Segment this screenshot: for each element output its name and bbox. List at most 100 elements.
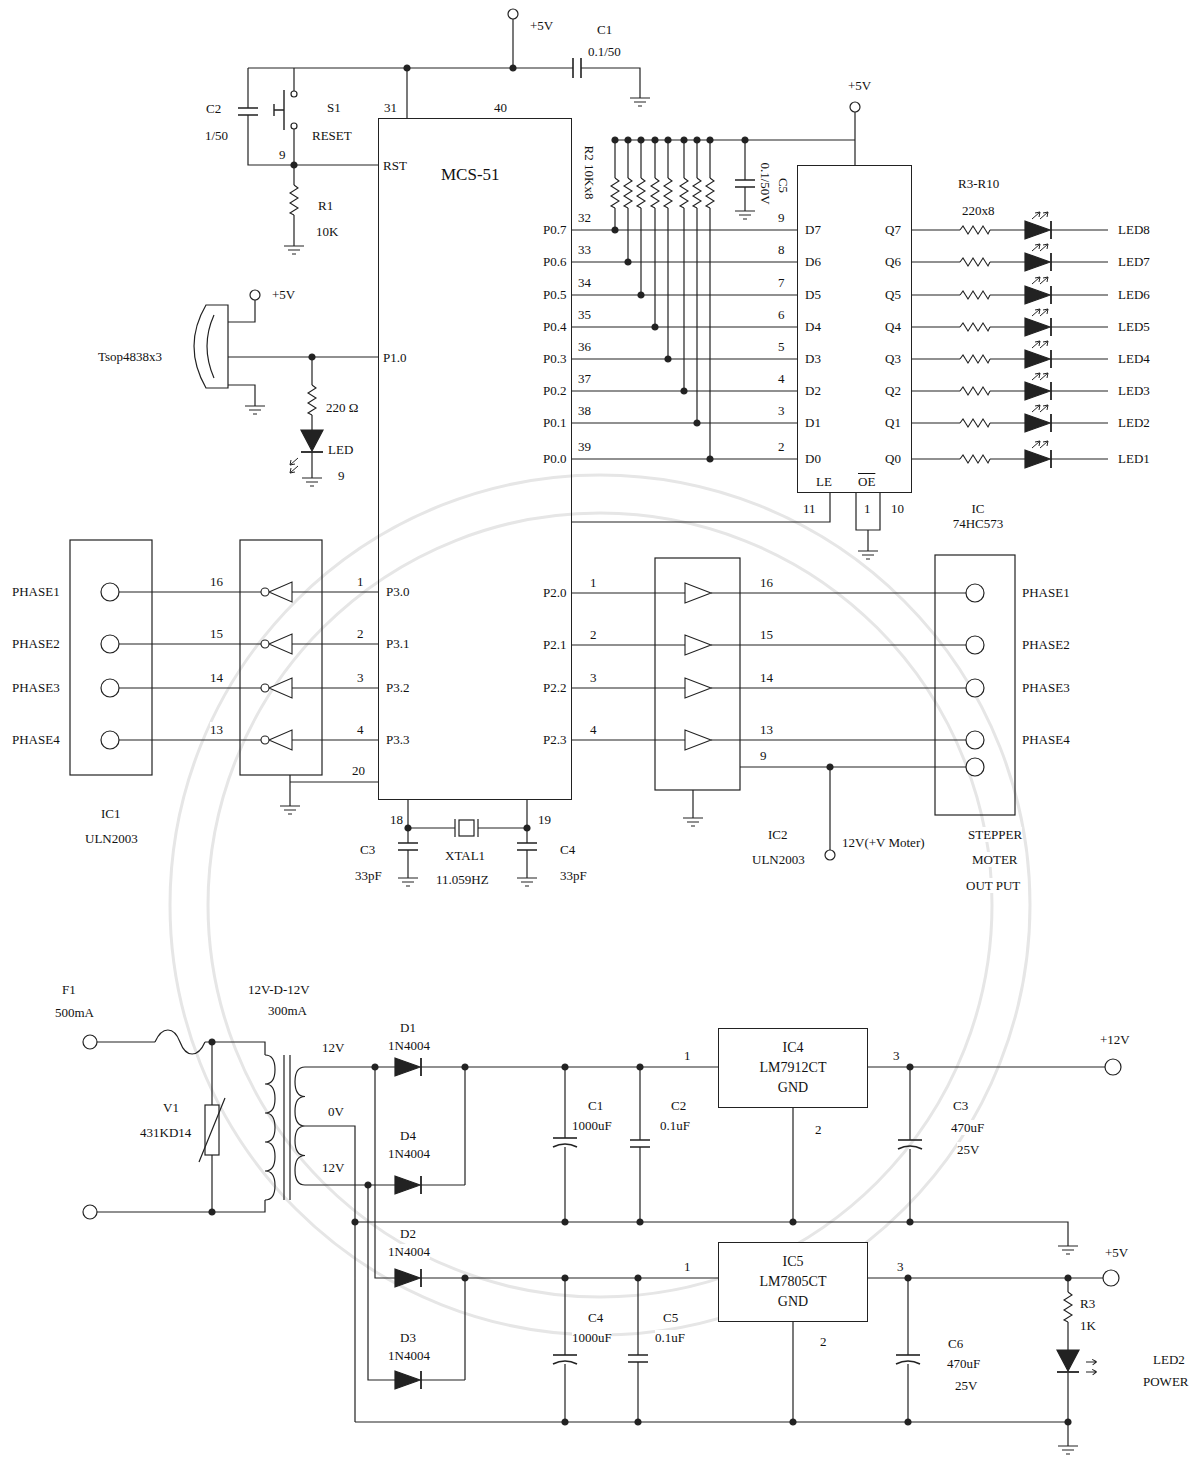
schematic-label: 470uF: [951, 1120, 984, 1135]
left-driver: [101, 731, 119, 749]
schematic-label: D3: [805, 351, 821, 366]
schematic-label: 2: [820, 1334, 827, 1349]
ir-receiver: [290, 466, 298, 473]
bus-wire: [572, 326, 797, 327]
schematic-label: 33: [578, 242, 591, 257]
pullup-network: [611, 178, 619, 208]
schematic-label: Q1: [885, 415, 901, 430]
power-supply: [395, 1176, 421, 1194]
schematic-label: 1000uF: [572, 1118, 612, 1133]
reset-circuit: [404, 65, 410, 71]
led-bank: [1032, 373, 1040, 380]
schematic-label: C4: [588, 1310, 603, 1325]
bus-wire: [572, 294, 797, 295]
text-stack: IC4LM7912CTGND: [719, 1029, 867, 1107]
ir-receiver: [250, 290, 260, 300]
power-supply: [209, 1039, 215, 1045]
power-supply: [628, 1355, 648, 1362]
power-supply: [1103, 1270, 1119, 1286]
power-supply: [1058, 1440, 1078, 1454]
left-driver: [119, 592, 378, 740]
schematic-label: 33pF: [355, 868, 382, 883]
schematic-label: 1: [684, 1048, 691, 1063]
schematic-label: 34: [578, 275, 591, 290]
schematic-label: OE: [858, 474, 875, 489]
text-stack: IC5LM7805CTGND: [719, 1243, 867, 1321]
schematic-label: 12V: [322, 1160, 344, 1175]
schematic-label: F1: [62, 982, 76, 997]
led-bank: [1040, 309, 1048, 316]
ir-receiver: [309, 354, 315, 360]
schematic-label: Q3: [885, 351, 901, 366]
schematic-label: LED2: [1118, 415, 1150, 430]
power-supply: [790, 1419, 796, 1425]
schematic-label: LED: [328, 442, 353, 457]
right-driver: [572, 593, 966, 850]
led-bank: [856, 493, 880, 545]
schematic-label: 36: [578, 339, 591, 354]
led-bank: [912, 230, 1108, 459]
schematic-label: 0.1uF: [660, 1118, 690, 1133]
schematic-label: RST: [383, 158, 407, 173]
power-supply: [553, 1138, 577, 1147]
node-text: GND: [778, 1292, 808, 1312]
schematic-label: Q5: [885, 287, 901, 302]
right-driver: [825, 850, 835, 860]
crystal-circuit: [459, 820, 474, 836]
ir-receiver: [302, 472, 322, 486]
schematic-label: D3: [400, 1330, 416, 1345]
schematic-label: C5: [663, 1310, 678, 1325]
power-supply: [365, 1182, 371, 1188]
node-text: GND: [778, 1078, 808, 1098]
ir-receiver: [207, 315, 214, 378]
schematic-label: D0: [805, 451, 821, 466]
reset-circuit: [291, 162, 297, 168]
schematic-label: 38: [578, 403, 591, 418]
schematic-label: 9: [338, 468, 345, 483]
bus-wire: [572, 358, 797, 359]
right-driver: [966, 636, 984, 654]
schematic-label: ULN2003: [85, 831, 138, 846]
reset-circuit: [290, 185, 298, 215]
schematic-label: XTAL1: [445, 848, 485, 863]
power-supply: [1065, 1419, 1071, 1425]
ir-receiver: [194, 305, 228, 388]
power-supply: [637, 1064, 643, 1070]
led-bank: [1032, 341, 1040, 348]
schematic-label: OUT PUT: [966, 878, 1020, 893]
node-title: MCS-51: [441, 165, 500, 185]
reset-circuit: [291, 91, 297, 97]
schematic-label: 15: [210, 626, 223, 641]
schematic-label: 19: [538, 812, 551, 827]
watermark-seal: [170, 475, 1030, 1335]
schematic-label: 6: [778, 307, 785, 322]
schematic-label: PHASE1: [12, 584, 60, 599]
led-bank: [960, 455, 990, 463]
power-supply: [635, 1419, 641, 1425]
schematic-label: 9: [778, 210, 785, 225]
power-supply: [209, 1209, 215, 1215]
led-bank: [960, 291, 990, 299]
node-text: LM7805CT: [760, 1272, 827, 1292]
schematic-label: 13: [210, 722, 223, 737]
right-driver: [572, 555, 1015, 860]
reset-circuit: [284, 240, 304, 254]
pullup-network: [638, 137, 644, 143]
schematic-label: 1: [357, 574, 364, 589]
power-supply: [562, 1275, 568, 1281]
schematic-label: 4: [590, 722, 597, 737]
right-driver: [935, 555, 1015, 815]
schematic-label: LE: [816, 474, 832, 489]
schematic-label: 0.1uF: [655, 1330, 685, 1345]
schematic-label: 500mA: [55, 1005, 94, 1020]
led-bank: [1040, 405, 1048, 412]
schematic-label: LED6: [1118, 287, 1150, 302]
power-supply: [562, 1419, 568, 1425]
power-supply: [372, 1064, 378, 1070]
left-driver: [70, 540, 378, 814]
led-bank: [960, 355, 990, 363]
schematic-label: 12V: [322, 1040, 344, 1055]
schematic-label: POWER: [1143, 1374, 1189, 1389]
led-bank: [1025, 382, 1051, 400]
schematic-label: P0.6: [543, 254, 566, 269]
